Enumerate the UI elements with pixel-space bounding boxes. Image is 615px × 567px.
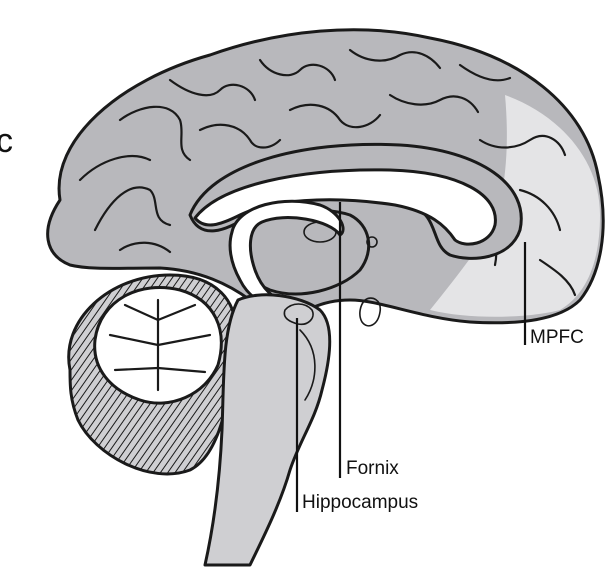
cropped-letter: c bbox=[0, 122, 13, 160]
label-fornix: Fornix bbox=[346, 458, 399, 479]
label-hippocampus: Hippocampus bbox=[302, 492, 418, 513]
label-mpfc: MPFC bbox=[530, 327, 584, 348]
